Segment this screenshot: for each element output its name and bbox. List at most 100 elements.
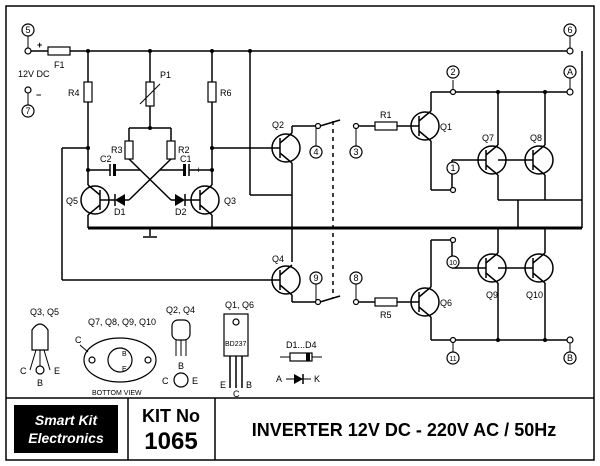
pinout-diode-label: D1...D4 <box>286 340 317 350</box>
resistor-r6 <box>207 81 217 103</box>
node-9-label: 9 <box>313 273 318 283</box>
to39-label-b: B <box>178 361 184 371</box>
label-c2: C2 <box>100 154 112 164</box>
diode-label-a: A <box>276 374 282 384</box>
label-q5: Q5 <box>66 196 78 206</box>
outer-border <box>5 5 595 461</box>
junction-q7-collector <box>496 90 500 94</box>
q3-collector <box>199 184 213 196</box>
node-6-marker <box>563 23 577 37</box>
to92-body <box>31 323 49 351</box>
resistor-r3 <box>124 140 134 160</box>
q8-collector <box>532 144 546 156</box>
to39-bottom <box>173 372 189 388</box>
supply-minus: − <box>36 90 41 100</box>
pinout-q2q4-label: Q2, Q4 <box>166 305 195 315</box>
q2-collector <box>279 132 293 144</box>
circuit-title: INVERTER 12V DC - 220V AC / 50Hz <box>252 420 556 440</box>
junction-r4 <box>86 49 90 53</box>
node-1-marker <box>446 161 460 175</box>
kit-number: 1065 <box>144 428 197 455</box>
q9-emitter <box>485 272 499 284</box>
to92-bottom <box>35 365 45 375</box>
junction-r6 <box>210 49 214 53</box>
q4-collector <box>279 264 293 276</box>
node-1-label: 1 <box>450 163 455 173</box>
to126-label-b: B <box>246 380 252 390</box>
label-r3: R3 <box>111 145 123 155</box>
node-a-label: A <box>567 67 573 77</box>
label-d2: D2 <box>175 207 187 217</box>
node-2-marker <box>446 65 460 79</box>
to126-label-e: E <box>220 380 226 390</box>
to92-label-e: E <box>54 366 60 376</box>
label-q8: Q8 <box>530 133 542 143</box>
node-10-label: 10 <box>449 260 457 267</box>
to92-pin-c <box>29 349 37 371</box>
wire-cross-2 <box>128 158 172 201</box>
resistor-r5 <box>374 297 398 307</box>
to3-hole-left <box>88 356 96 364</box>
junction-q3-collector <box>210 146 214 150</box>
label-q3: Q3 <box>224 196 236 206</box>
switch-upper-contact-3 <box>352 122 360 130</box>
q4-emitter <box>279 284 293 296</box>
junction-q10-emitter <box>543 338 547 342</box>
label-r5: R5 <box>380 310 392 320</box>
node-4-label: 4 <box>313 147 318 157</box>
node-a-marker <box>563 65 577 79</box>
supply-plus: + <box>37 40 42 50</box>
label-p1: P1 <box>160 70 171 80</box>
q1-collector <box>418 110 432 122</box>
node-7-label: 7 <box>25 106 30 116</box>
resistor-r4 <box>83 81 93 103</box>
to92-label-b: B <box>37 378 43 388</box>
node-6-label: 6 <box>567 25 572 35</box>
switch-lower-contact-9 <box>314 298 322 306</box>
to39-body <box>171 319 191 341</box>
q2-emitter <box>279 152 293 164</box>
diode-d1 <box>115 194 125 206</box>
label-f1: F1 <box>54 60 65 70</box>
junction-p1-top <box>148 49 152 53</box>
label-q10: Q10 <box>526 290 543 300</box>
q6-emitter <box>418 306 432 318</box>
switch-upper-contact-4 <box>314 122 322 130</box>
node-b-label: B <box>567 353 573 363</box>
switch-upper-arm <box>319 119 341 127</box>
to3-c-pointer <box>79 344 89 353</box>
brand-logo <box>14 405 118 453</box>
label-r6: R6 <box>220 88 232 98</box>
to92-pin-e <box>43 349 51 371</box>
terminal-10 <box>449 236 457 244</box>
resistor-r2 <box>166 140 176 160</box>
label-c1-plus: + <box>196 165 201 175</box>
cap-c1-plate-a <box>183 164 186 176</box>
pinout-q7group-label: Q7, Q8, Q9, Q10 <box>88 317 156 327</box>
terminal-1 <box>449 186 457 194</box>
label-r2: R2 <box>178 145 190 155</box>
terminal-6 <box>566 47 574 55</box>
to3-label-b: B <box>122 351 127 358</box>
node-11-marker <box>446 351 460 365</box>
node-11-label: 11 <box>449 356 456 363</box>
label-q4: Q4 <box>272 254 284 264</box>
q6-collector <box>418 286 432 298</box>
node-8-label: 8 <box>353 273 358 283</box>
node-b-marker <box>563 351 577 365</box>
to39-label-e: E <box>192 376 198 386</box>
q9-collector <box>485 252 499 264</box>
transistor-q6 <box>410 287 440 317</box>
to39-label-c: C <box>162 376 169 386</box>
q3-emitter <box>199 204 213 216</box>
junction-q8-collector <box>543 90 547 94</box>
switch-lower-arm <box>319 295 341 303</box>
pinout-q3q5-label: Q3, Q5 <box>30 307 59 317</box>
terminal-b <box>566 336 574 344</box>
diode-symbol <box>294 374 303 384</box>
transistor-q1 <box>410 111 440 141</box>
label-q2: Q2 <box>272 120 284 130</box>
label-q9: Q9 <box>486 290 498 300</box>
label-q7: Q7 <box>482 133 494 143</box>
to126-hole <box>232 318 240 326</box>
